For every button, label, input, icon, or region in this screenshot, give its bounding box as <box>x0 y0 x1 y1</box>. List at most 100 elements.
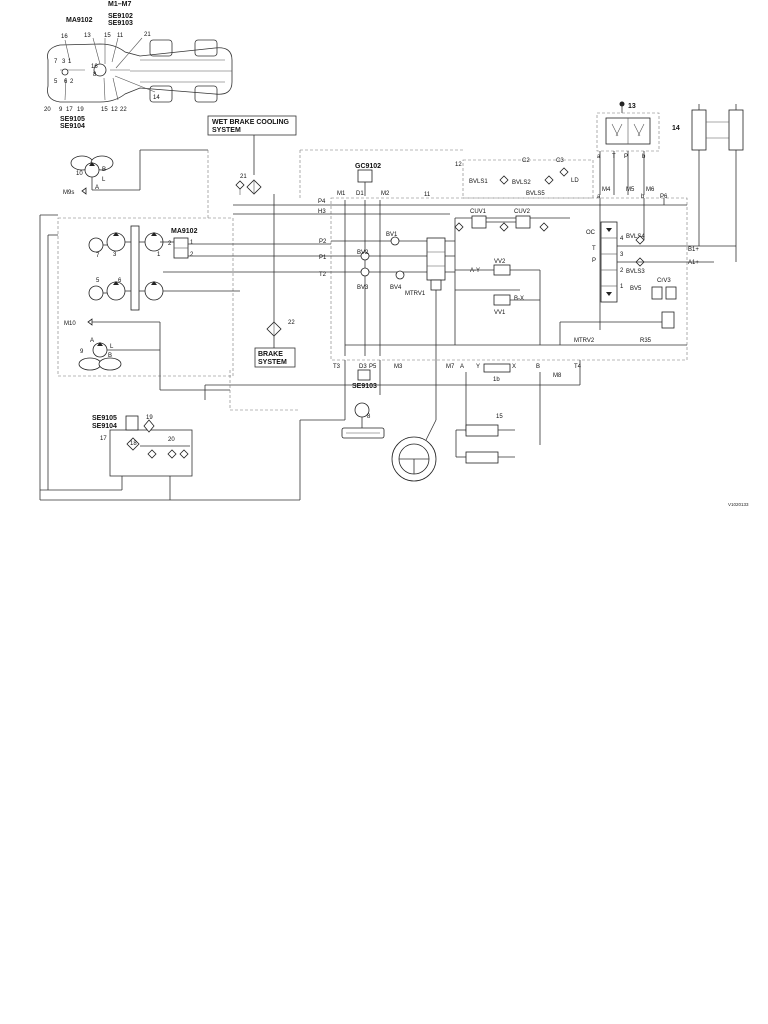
label-h3: H3 <box>318 209 326 215</box>
label-m4: M4 <box>602 187 611 193</box>
label-9-b: 9 <box>59 107 63 113</box>
label-b2: b <box>641 194 645 200</box>
vv1-valve <box>493 294 511 306</box>
label-p2: P2 <box>319 239 327 245</box>
label-15: 15 <box>496 414 503 420</box>
wet-brake-system-label: SYSTEM <box>212 127 241 134</box>
main-directional-valve <box>600 221 618 303</box>
port-b-13: b <box>642 154 646 160</box>
label-3: 3 <box>62 59 66 65</box>
label-15-b: 15 <box>101 107 108 113</box>
label-m6: M6 <box>646 187 655 193</box>
port-l-10: L <box>102 177 106 183</box>
label-se9104: SE9104 <box>92 423 117 430</box>
label-mtrv1: MTRV1 <box>405 291 426 297</box>
label-se9104-top: SE9104 <box>60 123 85 130</box>
orbitrol-1b <box>483 363 511 373</box>
label-bv4: BV4 <box>390 285 402 291</box>
label-p1: P1 <box>319 255 327 261</box>
label-r35: R35 <box>640 338 652 344</box>
port-b-10: B <box>102 167 106 173</box>
level-sensor <box>125 415 139 431</box>
port-p-13: P <box>624 154 628 160</box>
pump-9 <box>78 342 160 371</box>
label-8: 8 <box>367 414 371 420</box>
label-14-right: 14 <box>672 125 680 132</box>
label-2-right: 2 <box>620 268 624 274</box>
label-1-right: 1 <box>620 284 624 290</box>
label-p5: P5 <box>369 364 377 370</box>
label-22: 22 <box>288 320 295 326</box>
component-14-cylinders <box>691 104 744 151</box>
label-gc9102: GC9102 <box>355 163 381 170</box>
label-crv3: CrV3 <box>657 278 671 284</box>
label-5-m: 5 <box>96 278 100 284</box>
label-ma9102-top: MA9102 <box>66 17 93 24</box>
cuv1-valve <box>471 215 487 229</box>
label-19: 19 <box>146 415 153 421</box>
breather-19 <box>143 419 155 433</box>
label-3-m: 3 <box>113 252 117 258</box>
label-a2: a <box>597 194 601 200</box>
vv2-valve <box>493 264 511 276</box>
label-cuv1: CUV1 <box>470 209 487 215</box>
label-3-right: 3 <box>620 252 624 258</box>
label-12-b: 12 <box>111 107 118 113</box>
label-b-bottom: B <box>536 364 540 370</box>
label-bv2: BV2 <box>357 250 369 256</box>
label-17-b: 17 <box>66 107 73 113</box>
label-m2: M2 <box>381 191 390 197</box>
label-vv2: VV2 <box>494 259 506 265</box>
port-l-9: L <box>110 344 114 350</box>
label-1b: 1b <box>493 377 500 383</box>
label-bvls5: BVLS5 <box>526 191 545 197</box>
label-bvls1: BVLS1 <box>469 179 488 185</box>
m10-test-point-icon <box>87 318 93 326</box>
label-x-bottom: X <box>512 364 516 370</box>
label-18: 18 <box>130 441 137 447</box>
label-b-x: B-X <box>514 296 524 302</box>
label-b1-plus: B1+ <box>688 247 699 253</box>
label-se9102: SE9102 <box>108 13 133 20</box>
label-bvls4: BVLS4 <box>626 234 645 240</box>
gc9102-sensor <box>357 169 373 183</box>
main-valve-block-11 <box>330 197 688 361</box>
label-p4: P4 <box>318 199 326 205</box>
label-se9103: SE9103 <box>352 383 377 390</box>
brake-system-label: SYSTEM <box>258 359 287 366</box>
port-a-10: A <box>95 185 99 191</box>
label-bvls2: BVLS2 <box>512 180 531 186</box>
label-6: 6 <box>64 79 68 85</box>
label-se9103-top: SE9103 <box>108 20 133 27</box>
steering-wheel-icon <box>391 419 437 482</box>
label-bv3: BV3 <box>357 285 369 291</box>
label-c3: C3 <box>556 158 564 164</box>
check-valves <box>360 236 405 280</box>
label-m5: M5 <box>626 187 635 193</box>
label-ld: LD <box>571 178 579 184</box>
label-9: 9 <box>80 349 84 355</box>
label-5: 5 <box>54 79 58 85</box>
label-16-b: 16 <box>91 64 98 70</box>
steering-cylinders-15 <box>455 424 515 464</box>
machine-overview <box>47 37 233 103</box>
port-b-9: B <box>108 353 112 359</box>
label-19-b: 19 <box>77 107 84 113</box>
port-t-13: T <box>612 154 616 160</box>
label-d1: D1 <box>356 191 364 197</box>
brake-system-box <box>254 347 296 368</box>
pump-7-icon <box>88 237 104 253</box>
label-m8: M8 <box>553 373 562 379</box>
label-oc: OC <box>586 230 596 236</box>
component-13 <box>596 101 660 195</box>
label-16-top: 16 <box>61 34 68 40</box>
brake-label: BRAKE <box>258 351 283 358</box>
label-12: 12 <box>455 162 462 168</box>
label-1: 1 <box>68 59 72 65</box>
label-a1-plus: A1+ <box>688 260 699 266</box>
filter-18 <box>126 437 140 451</box>
label-ma9102: MA9102 <box>171 228 198 235</box>
label-t4: T4 <box>574 364 582 370</box>
label-m9s: M9s <box>63 190 74 196</box>
